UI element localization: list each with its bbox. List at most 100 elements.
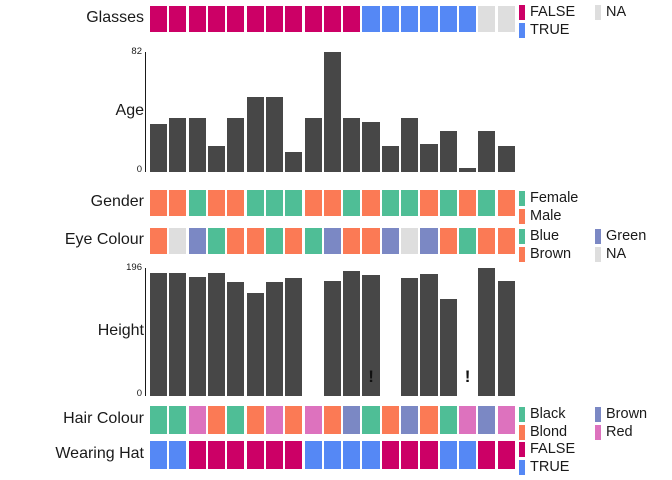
cell-eye-colour-17[interactable] [478, 228, 496, 254]
bar-height-11[interactable] [362, 275, 380, 396]
cell-wearing-hat-6[interactable] [265, 441, 283, 469]
bar-height-13[interactable] [401, 278, 419, 396]
cell-gender-11[interactable] [362, 190, 380, 216]
cell-glasses-18[interactable] [497, 6, 515, 32]
bar-age-14[interactable] [420, 144, 438, 172]
cell-hair-colour-18[interactable] [497, 406, 515, 434]
cell-eye-colour-16[interactable] [459, 228, 477, 254]
cell-eye-colour-10[interactable] [343, 228, 361, 254]
cell-wearing-hat-9[interactable] [323, 441, 341, 469]
cell-gender-13[interactable] [401, 190, 419, 216]
cell-glasses-5[interactable] [246, 6, 264, 32]
bar-age-0[interactable] [150, 123, 168, 172]
cell-glasses-4[interactable] [227, 6, 245, 32]
cell-gender-9[interactable] [323, 190, 341, 216]
cell-gender-12[interactable] [381, 190, 399, 216]
cell-gender-2[interactable] [188, 190, 206, 216]
bar-age-15[interactable] [439, 131, 457, 172]
cell-gender-15[interactable] [439, 190, 457, 216]
cell-glasses-0[interactable] [150, 6, 168, 32]
cell-gender-14[interactable] [420, 190, 438, 216]
cell-glasses-6[interactable] [265, 6, 283, 32]
bar-age-3[interactable] [207, 145, 226, 172]
cell-wearing-hat-12[interactable] [381, 441, 399, 469]
bar-age-4[interactable] [227, 117, 245, 172]
cell-glasses-13[interactable] [401, 6, 419, 32]
cell-eye-colour-1[interactable] [169, 228, 187, 254]
cell-gender-0[interactable] [150, 190, 168, 216]
bar-height-1[interactable] [169, 273, 187, 396]
cell-eye-colour-2[interactable] [188, 228, 206, 254]
cell-eye-colour-3[interactable] [207, 228, 226, 254]
cell-hair-colour-16[interactable] [459, 406, 477, 434]
cell-wearing-hat-3[interactable] [207, 441, 226, 469]
cell-gender-17[interactable] [478, 190, 496, 216]
bar-height-6[interactable] [265, 282, 283, 396]
cell-hair-colour-11[interactable] [362, 406, 380, 434]
cell-glasses-14[interactable] [420, 6, 438, 32]
cell-gender-8[interactable] [304, 190, 322, 216]
cell-eye-colour-0[interactable] [150, 228, 168, 254]
cell-eye-colour-14[interactable] [420, 228, 438, 254]
bar-age-1[interactable] [169, 117, 187, 172]
cell-gender-10[interactable] [343, 190, 361, 216]
cell-eye-colour-9[interactable] [323, 228, 341, 254]
cell-wearing-hat-2[interactable] [188, 441, 206, 469]
bar-age-18[interactable] [497, 145, 515, 172]
cell-hair-colour-0[interactable] [150, 406, 168, 434]
cell-glasses-9[interactable] [323, 6, 341, 32]
cell-hair-colour-15[interactable] [439, 406, 457, 434]
cell-hair-colour-14[interactable] [420, 406, 438, 434]
cell-gender-7[interactable] [285, 190, 303, 216]
bar-height-4[interactable] [227, 282, 245, 396]
bar-age-13[interactable] [401, 117, 419, 172]
bar-height-2[interactable] [188, 277, 206, 396]
cell-hair-colour-8[interactable] [304, 406, 322, 434]
cell-eye-colour-4[interactable] [227, 228, 245, 254]
cell-wearing-hat-7[interactable] [285, 441, 303, 469]
cell-glasses-12[interactable] [381, 6, 399, 32]
cell-glasses-8[interactable] [304, 6, 322, 32]
bar-age-17[interactable] [478, 131, 496, 172]
cell-wearing-hat-10[interactable] [343, 441, 361, 469]
cell-wearing-hat-4[interactable] [227, 441, 245, 469]
bar-height-5[interactable] [246, 292, 264, 396]
cell-glasses-2[interactable] [188, 6, 206, 32]
cell-gender-18[interactable] [497, 190, 515, 216]
bar-age-5[interactable] [246, 97, 264, 172]
bar-height-14[interactable] [420, 273, 438, 396]
cell-glasses-17[interactable] [478, 6, 496, 32]
bar-age-6[interactable] [265, 97, 283, 172]
cell-eye-colour-18[interactable] [497, 228, 515, 254]
cell-hair-colour-1[interactable] [169, 406, 187, 434]
cell-wearing-hat-18[interactable] [497, 441, 515, 469]
cell-eye-colour-12[interactable] [381, 228, 399, 254]
cell-eye-colour-8[interactable] [304, 228, 322, 254]
cell-glasses-10[interactable] [343, 6, 361, 32]
cell-glasses-7[interactable] [285, 6, 303, 32]
cell-glasses-16[interactable] [459, 6, 477, 32]
cell-wearing-hat-16[interactable] [459, 441, 477, 469]
bar-height-10[interactable] [343, 270, 361, 396]
bar-height-0[interactable] [150, 273, 168, 396]
cell-hair-colour-12[interactable] [381, 406, 399, 434]
cell-hair-colour-7[interactable] [285, 406, 303, 434]
cell-gender-1[interactable] [169, 190, 187, 216]
bar-age-7[interactable] [285, 151, 303, 172]
cell-hair-colour-2[interactable] [188, 406, 206, 434]
cell-wearing-hat-17[interactable] [478, 441, 496, 469]
cell-glasses-11[interactable] [362, 6, 380, 32]
cell-wearing-hat-5[interactable] [246, 441, 264, 469]
bar-height-3[interactable] [207, 273, 226, 396]
bar-height-17[interactable] [478, 268, 496, 396]
bar-height-18[interactable] [497, 281, 515, 396]
bar-age-8[interactable] [304, 117, 322, 172]
cell-hair-colour-17[interactable] [478, 406, 496, 434]
cell-hair-colour-9[interactable] [323, 406, 341, 434]
bar-age-16[interactable] [459, 167, 477, 172]
cell-wearing-hat-0[interactable] [150, 441, 168, 469]
cell-gender-5[interactable] [246, 190, 264, 216]
cell-hair-colour-4[interactable] [227, 406, 245, 434]
cell-glasses-3[interactable] [207, 6, 226, 32]
cell-hair-colour-10[interactable] [343, 406, 361, 434]
